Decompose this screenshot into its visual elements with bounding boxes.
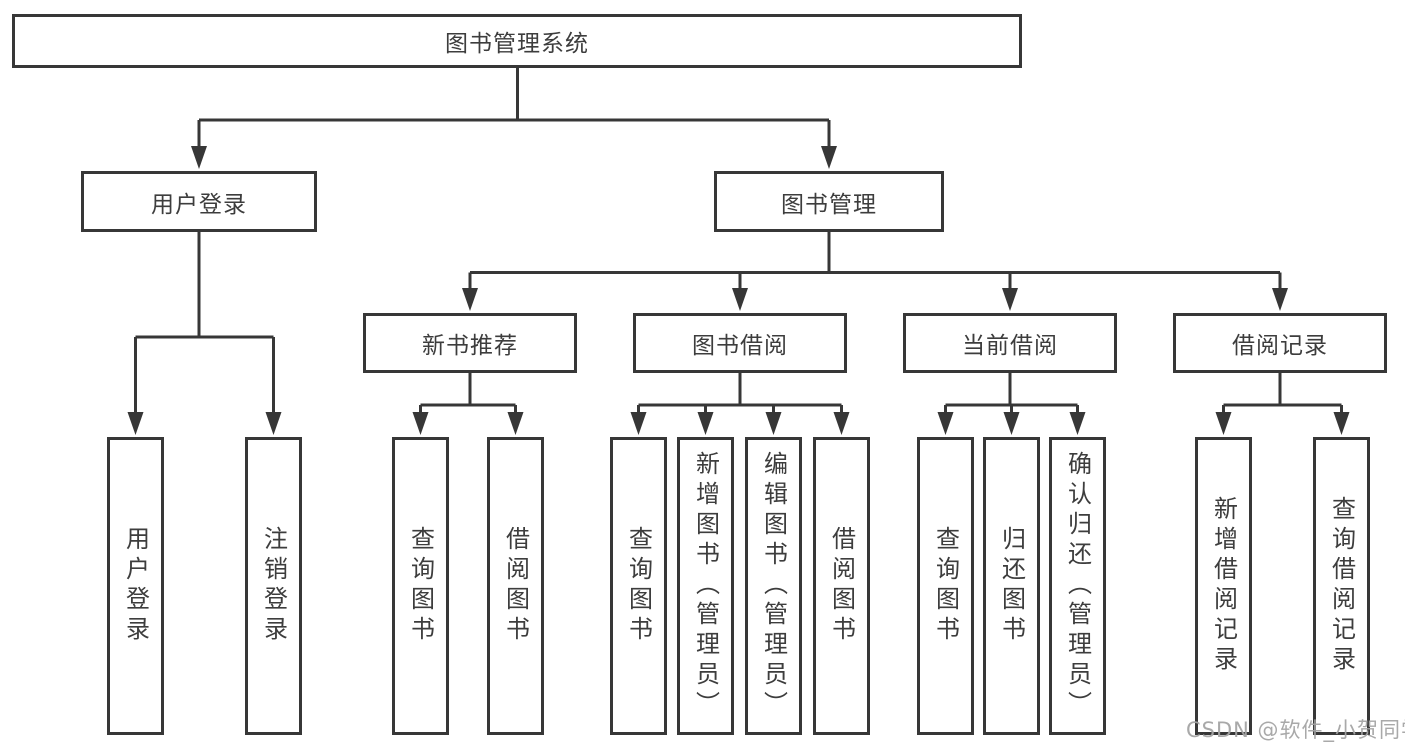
leaf-borrow-borrow-books: 借阅图书 [813,437,870,735]
leaf-borrow-query-books-label: 查询图书 [624,526,653,646]
leaf-user-login-label: 用户登录 [121,526,150,646]
leaf-add-books-admin-label: 新增图书（管理员） [691,451,720,721]
leaf-return-books: 归还图书 [983,437,1040,735]
csdn-watermark: CSDN @软件_小贺同学 [1186,718,1405,742]
leaf-newbook-query-books-label: 查询图书 [406,526,435,646]
node-root: 图书管理系统 [12,14,1022,68]
node-current-borrow-label: 当前借阅 [962,333,1058,359]
leaf-borrow-borrow-books-label: 借阅图书 [827,526,856,646]
leaf-logout: 注销登录 [245,437,302,735]
arrowheads [127,146,1350,435]
leaf-query-borrow-record-label: 查询借阅记录 [1327,496,1356,676]
node-book-management-label: 图书管理 [781,191,877,218]
node-root-label: 图书管理系统 [445,31,589,57]
leaf-current-query-books-label: 查询图书 [931,526,960,646]
leaf-return-books-label: 归还图书 [997,526,1026,646]
node-new-book-recommend: 新书推荐 [363,313,577,373]
node-book-borrow-label: 图书借阅 [692,333,788,359]
node-borrow-records-label: 借阅记录 [1232,333,1328,359]
node-book-borrow: 图书借阅 [633,313,847,373]
leaf-newbook-borrow-books: 借阅图书 [487,437,544,735]
node-user-login: 用户登录 [81,171,317,232]
leaf-edit-books-admin: 编辑图书（管理员） [745,437,802,735]
leaf-edit-books-admin-label: 编辑图书（管理员） [759,451,788,721]
leaf-borrow-query-books: 查询图书 [610,437,667,735]
leaf-user-login: 用户登录 [107,437,164,735]
leaf-add-borrow-record-label: 新增借阅记录 [1209,496,1238,676]
node-current-borrow: 当前借阅 [903,313,1117,373]
leaf-query-borrow-record: 查询借阅记录 [1313,437,1370,735]
node-new-book-recommend-label: 新书推荐 [422,333,518,359]
leaf-add-borrow-record: 新增借阅记录 [1195,437,1252,735]
leaf-logout-label: 注销登录 [259,526,288,646]
leaf-confirm-return-admin-label: 确认归还（管理员） [1063,451,1092,721]
node-user-login-label: 用户登录 [151,191,247,218]
leaf-add-books-admin: 新增图书（管理员） [677,437,734,735]
leaf-confirm-return-admin: 确认归还（管理员） [1049,437,1106,735]
node-book-management: 图书管理 [714,171,944,232]
leaf-current-query-books: 查询图书 [917,437,974,735]
node-borrow-records: 借阅记录 [1173,313,1387,373]
leaf-newbook-borrow-books-label: 借阅图书 [501,526,530,646]
leaf-newbook-query-books: 查询图书 [392,437,449,735]
